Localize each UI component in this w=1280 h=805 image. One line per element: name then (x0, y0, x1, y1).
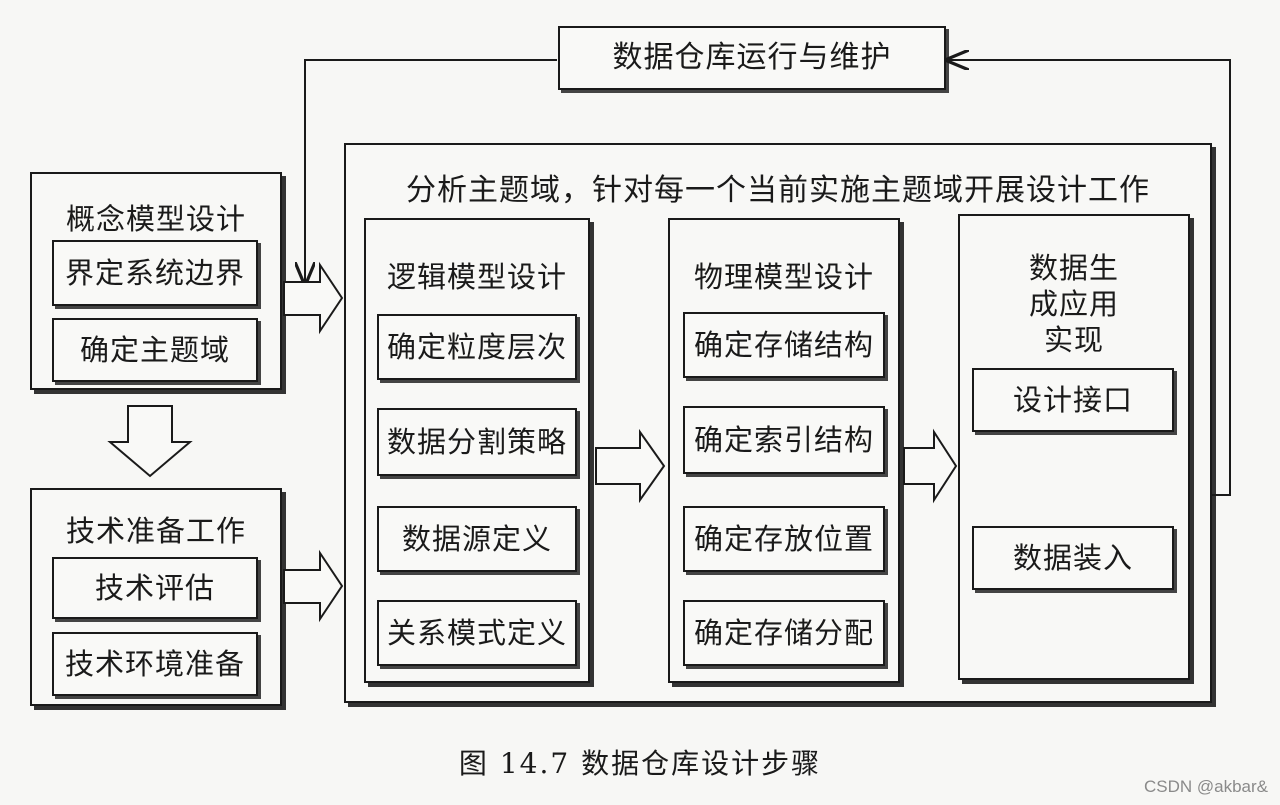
generation-item-interface: 设计接口 (972, 368, 1174, 432)
tech-prep-title: 技术准备工作 (65, 514, 246, 548)
logical-item-source-label: 数据源定义 (401, 521, 552, 556)
concept-item-subject-domain: 确定主题域 (52, 318, 258, 382)
tech-item-environment: 技术环境准备 (52, 632, 258, 696)
feedback-line-right (949, 60, 1231, 496)
generation-title: 数据生成应用实现 (1028, 251, 1119, 357)
logical-model-title: 逻辑模型设计 (386, 260, 567, 294)
generation-group: 数据生成应用实现 (958, 214, 1190, 680)
generation-item-loading: 数据装入 (972, 526, 1174, 590)
logical-item-partition-label: 数据分割策略 (386, 424, 567, 459)
tech-item-evaluation-label: 技术评估 (94, 570, 215, 605)
concept-model-title: 概念模型设计 (65, 202, 246, 236)
physical-item-location-label: 确定存放位置 (693, 521, 874, 556)
watermark: CSDN @akbar& (1143, 777, 1268, 796)
logical-item-granularity-label: 确定粒度层次 (386, 329, 567, 364)
ops-maintenance-label: 数据仓库运行与维护 (612, 40, 892, 75)
figure-caption: 图 14.7 数据仓库设计步骤 (458, 747, 822, 780)
concept-item-boundary-label: 界定系统边界 (64, 255, 245, 290)
physical-item-index-structure-label: 确定索引结构 (693, 422, 874, 457)
arrow-logical-to-physical (595, 428, 666, 504)
arrow-concept-to-tech (107, 405, 193, 478)
physical-item-allocation-label: 确定存储分配 (693, 615, 874, 650)
physical-model-title: 物理模型设计 (693, 260, 874, 294)
feedback-line-left (305, 59, 557, 282)
physical-item-storage-structure: 确定存储结构 (683, 312, 885, 378)
arrow-tech-to-analysis (283, 549, 344, 623)
logical-item-granularity: 确定粒度层次 (377, 314, 577, 380)
concept-item-subject-domain-label: 确定主题域 (79, 332, 230, 367)
logical-item-source: 数据源定义 (377, 506, 577, 572)
logical-item-partition: 数据分割策略 (377, 408, 577, 476)
physical-item-allocation: 确定存储分配 (683, 600, 885, 666)
logical-item-relation-label: 关系模式定义 (386, 615, 567, 650)
logical-item-relation: 关系模式定义 (377, 600, 577, 666)
arrow-physical-to-generation (903, 428, 958, 504)
physical-item-index-structure: 确定索引结构 (683, 406, 885, 474)
analysis-title: 分析主题域，针对每一个当前实施主题域开展设计工作 (406, 173, 1150, 208)
ops-maintenance-box: 数据仓库运行与维护 (558, 26, 946, 90)
tech-item-evaluation: 技术评估 (52, 557, 258, 619)
generation-item-interface-label: 设计接口 (1012, 382, 1133, 417)
concept-item-boundary: 界定系统边界 (52, 240, 258, 306)
arrow-concept-to-analysis (283, 261, 344, 335)
generation-item-loading-label: 数据装入 (1012, 540, 1133, 575)
physical-item-location: 确定存放位置 (683, 506, 885, 572)
tech-item-environment-label: 技术环境准备 (64, 646, 245, 681)
physical-item-storage-structure-label: 确定存储结构 (693, 327, 874, 362)
